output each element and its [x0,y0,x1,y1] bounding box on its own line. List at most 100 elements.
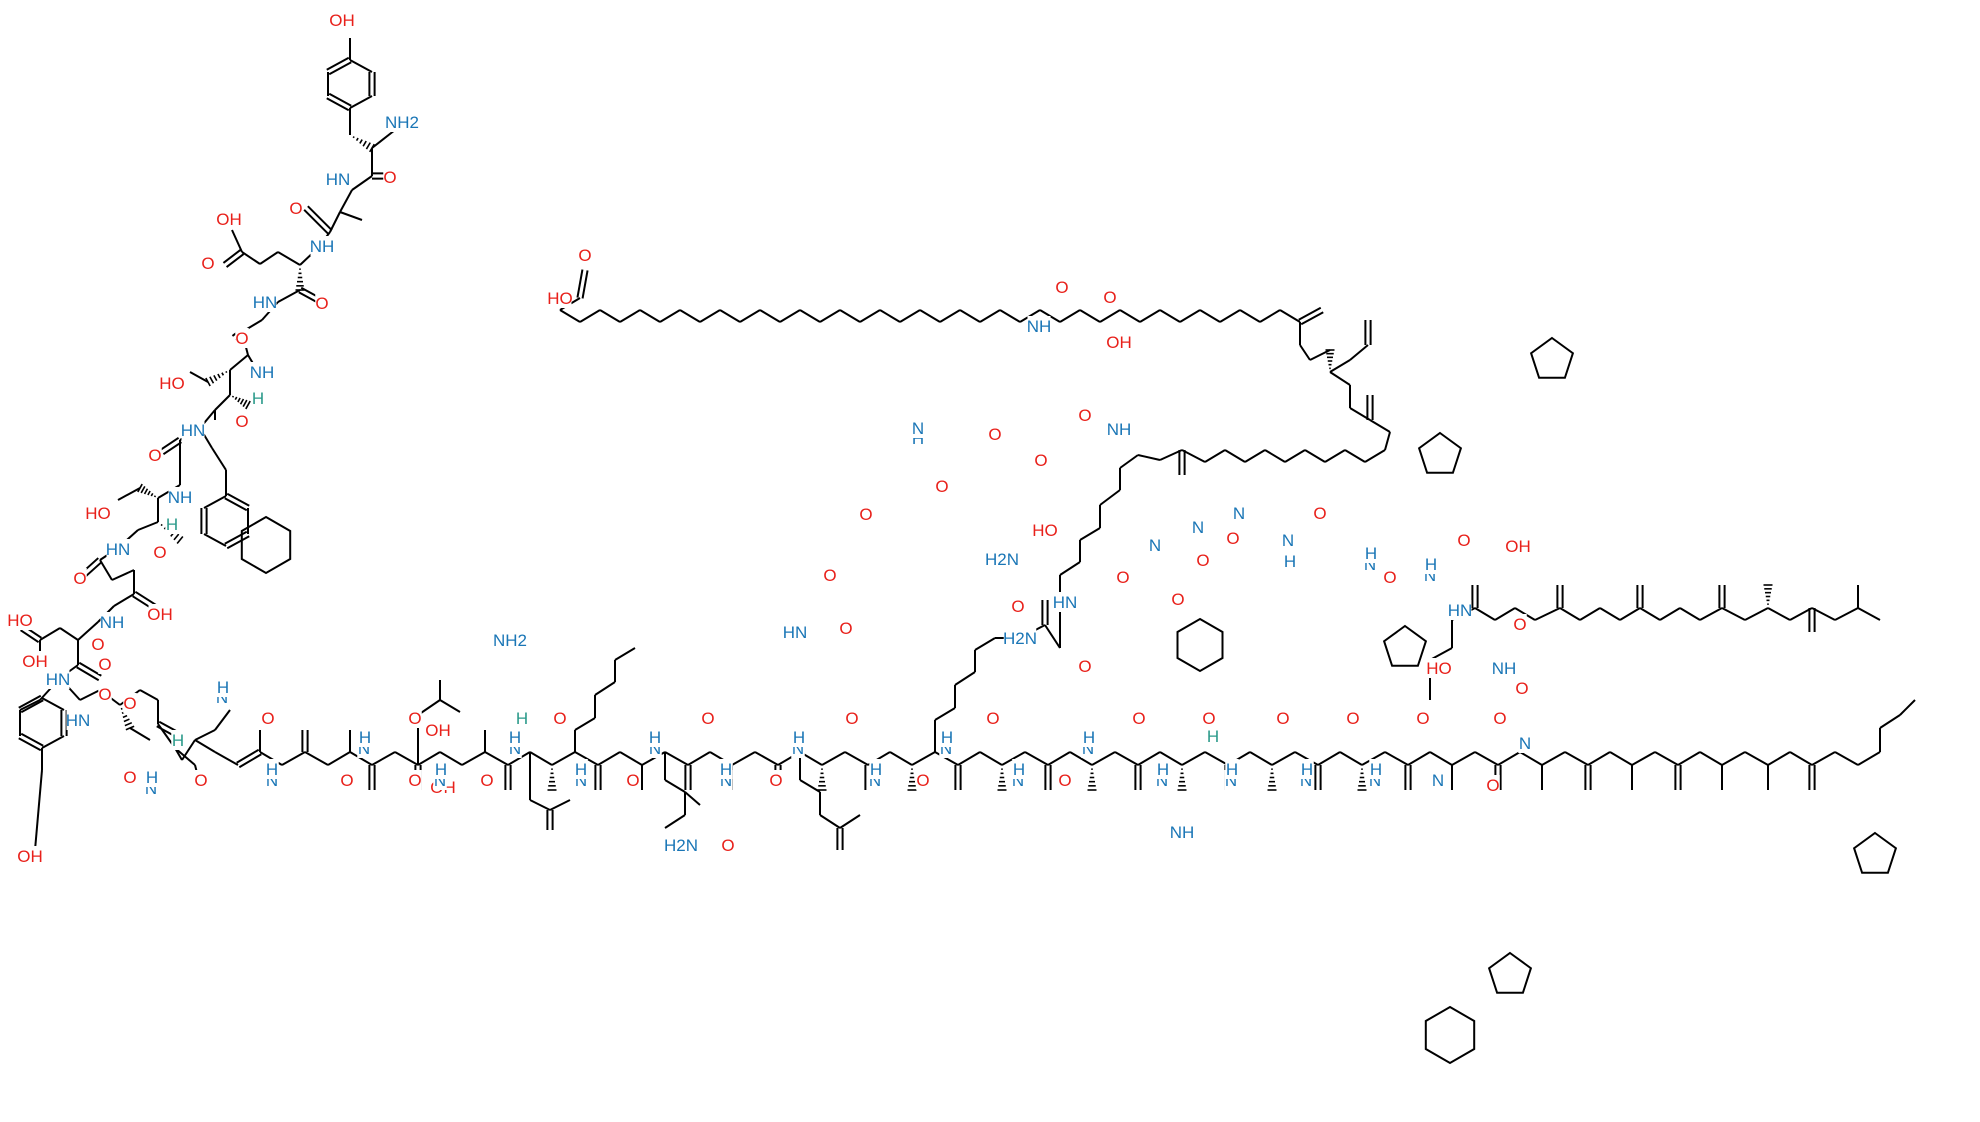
single-bond [579,309,601,323]
oxygen-label: O [73,569,86,588]
atom-label-bg [1427,658,1451,678]
oxygen-label: O [986,709,999,728]
single-bond [1744,607,1769,621]
nitrogen-label: H [435,760,447,779]
single-bond [1811,607,1836,621]
atom-label-bg [86,503,110,523]
single-bond [1264,449,1286,463]
oxygen-label: HO [1032,521,1058,540]
oxygen-label: O [1078,406,1091,425]
single-bond [1579,607,1601,621]
single-bond [1204,751,1229,766]
single-bond [1369,419,1391,433]
single-bond [1044,624,1061,649]
oxygen-label: O [235,329,248,348]
pyrrolidine-ring [1529,336,1575,379]
single-bond [1899,699,1916,716]
double-bond [162,441,182,455]
oxygen-label: O [123,694,136,713]
atom-label-bg [315,293,329,313]
nitrogen-label: N [1192,518,1204,537]
single-bond [1599,607,1621,621]
atom-label-bg [719,759,733,779]
single-bond [1091,751,1116,766]
oxygen-label: O [1346,709,1359,728]
oxygen-label: O [123,768,136,787]
oxygen-label: HO [7,611,33,630]
atom-label-bg [1012,759,1026,779]
oxygen-label: O [701,709,714,728]
single-bond [1349,344,1369,361]
single-bond [1654,751,1679,766]
atom-label-bg [985,549,1019,569]
single-bond [739,309,761,323]
single-bond [1224,449,1246,463]
atom-label-bg [916,770,930,790]
single-bond [1879,714,1901,729]
nitrogen-label: HN [46,670,71,689]
double-bond [328,61,352,76]
single-bond [821,751,846,766]
single-bond [339,211,363,221]
atom-label-bg [289,198,303,218]
atom-label-bg [1107,419,1131,439]
oxygen-label: O [201,254,214,273]
single-bond [1024,751,1049,766]
nitrogen-label: HN [326,170,351,189]
single-bond [1059,309,1081,323]
oxygen-label: OH [147,605,173,624]
single-bond [1857,607,1881,621]
oxygen-label: OH [425,721,451,740]
oxygen-label: O [1058,771,1071,790]
nitrogen-label: H [870,760,882,779]
single-bond [439,699,461,713]
atom-label-bg [160,373,184,393]
oxygen-label: O [1171,590,1184,609]
atom-label-bg [168,487,192,507]
oxygen-label: O [261,709,274,728]
atom-label-bg [340,770,354,790]
single-bond [839,814,861,829]
nitrogen-label: HN [253,293,278,312]
hashed-bond [817,768,827,791]
atom-label-bg [310,236,334,256]
atom-label-bg [1515,678,1529,698]
atom-label-bg [1369,759,1383,779]
atom-label-bg [1448,600,1472,620]
pyrrole-ring [1487,951,1533,994]
atom-label-bg [480,770,494,790]
single-bond [1721,751,1746,766]
single-bond [529,799,551,811]
oxygen-label: O [1276,709,1289,728]
atom-label-bg [23,651,47,671]
single-bond [304,751,329,766]
hashed-bond [1267,768,1277,791]
single-bond [327,751,351,766]
atom-label-bg [153,542,167,562]
nitrogen-label: H [575,760,587,779]
single-bond [957,751,981,766]
pyrrolidine-ring [1382,624,1428,667]
hashed-bond [231,395,251,410]
nitrogen-label: NH [250,363,275,382]
single-bond [1767,751,1791,766]
double-bond [1300,311,1324,326]
nitrogen-label: H [146,768,158,787]
oxygen-label: O [1034,451,1047,470]
double-bond [78,661,102,677]
atom-label-bg [988,424,1002,444]
atom-label-bg [73,568,87,588]
single-bond [129,727,151,741]
bond-layer [18,38,1916,851]
atom-label-bg [1283,551,1297,571]
atom-label-bg [216,677,230,697]
single-bond [241,251,261,265]
single-bond [549,799,571,811]
single-bond [699,309,721,323]
atom-label-bg [1300,759,1314,779]
atom-label-bg [1518,733,1532,753]
oxygen-label: O [153,543,166,562]
oxygen-label: O [194,771,207,790]
single-bond [231,229,243,253]
